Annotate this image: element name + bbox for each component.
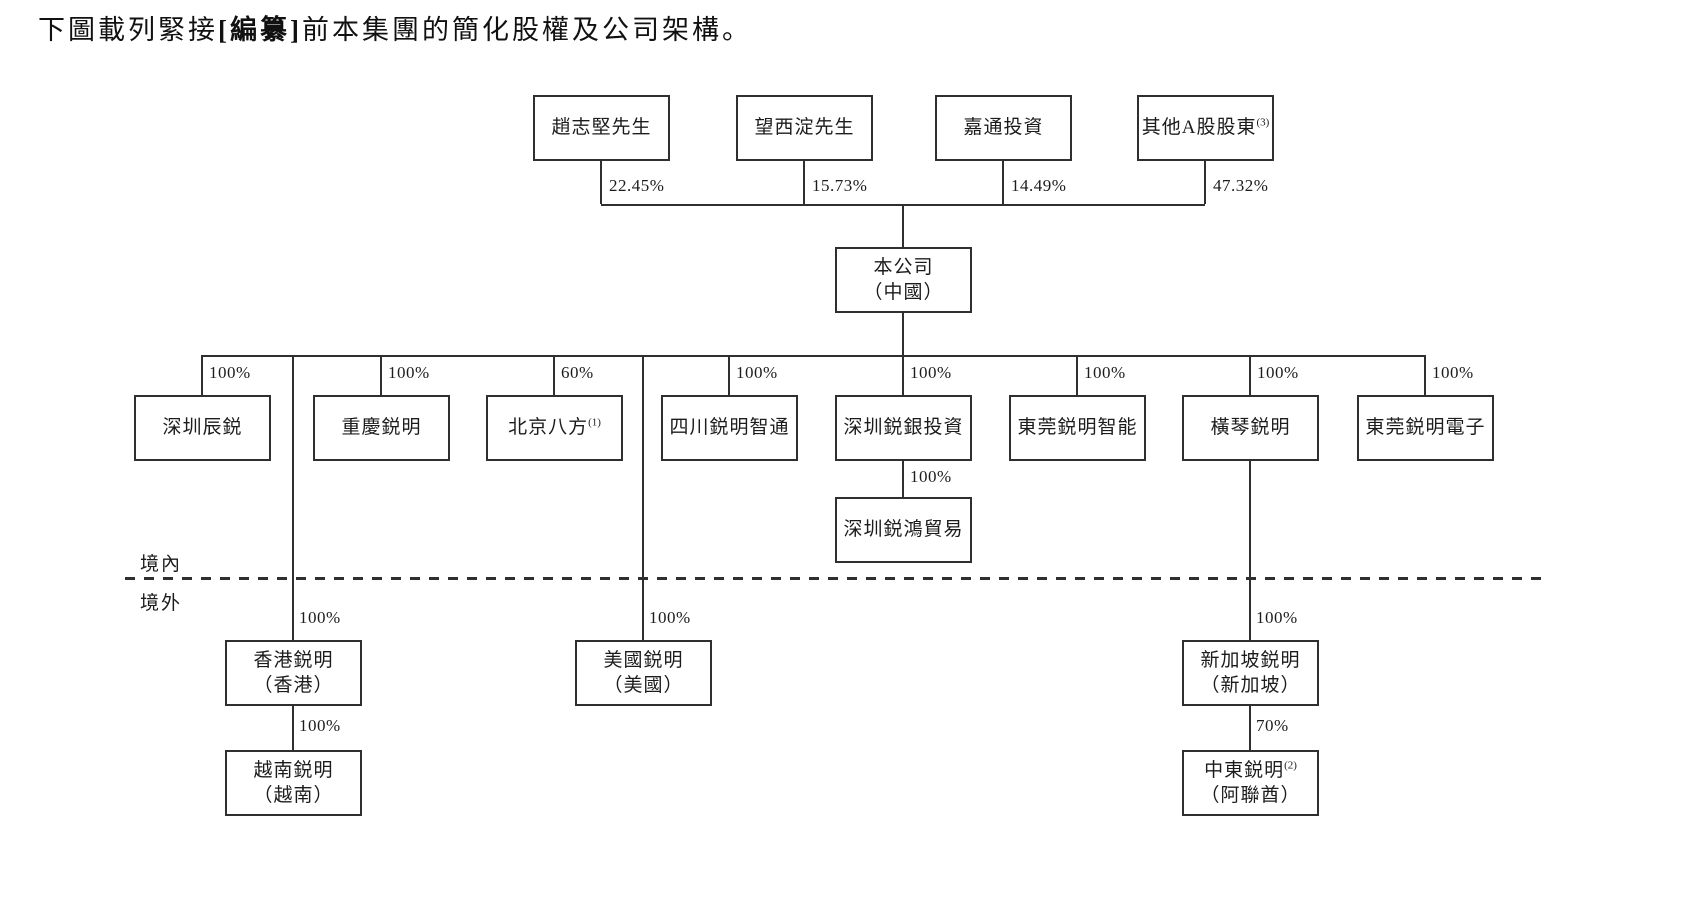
title-bold-bracket: [編纂] [218,15,302,45]
node-vn-ruiming: 越南鋭明 （越南） [225,750,362,816]
label-offshore: 境外 [140,593,183,614]
node-label: 新加坡鋭明 [1200,649,1301,671]
pct-hk: 100% [299,608,341,627]
node-label: 趙志堅先生 [551,117,652,139]
node-dongguan-ruiming-dianzi: 東莞鋭明電子 [1357,395,1494,461]
pct-dongguan-dianzi: 100% [1432,363,1474,382]
edge-bus-subsidiaries [202,355,1425,357]
node-label: 越南鋭明 [253,759,334,781]
pct-me: 70% [1256,716,1289,735]
edge-zhao-drop [600,161,602,204]
node-label: 東莞鋭明智能 [1017,417,1138,439]
node-wang-xidian: 望西淀先生 [736,95,873,161]
node-company: 本公司 （中國） [835,247,972,313]
edge-wang-drop [803,161,805,204]
pct-chenrui: 100% [209,363,251,382]
node-label: 其他A股股東(3) [1141,117,1270,139]
edge-ruihong-stem [902,461,904,497]
edge-vn-stem [292,706,294,750]
pct-hengqin: 100% [1257,363,1299,382]
edge-ruiyin-drop [902,355,904,395]
node-label: 香港鋭明 [253,649,334,671]
edge-stem-to-company [902,204,904,247]
node-chongqing-ruiming: 重慶鋭明 [313,395,450,461]
edge-beijing-drop [553,355,555,395]
node-sublabel: （阿聯酋） [1200,785,1301,806]
edge-chongqing-drop [380,355,382,395]
node-jiatong-investment: 嘉通投資 [935,95,1072,161]
node-sg-ruiming: 新加坡鋭明 （新加坡） [1182,640,1319,706]
footnote-sup: (2) [1284,759,1297,772]
onshore-offshore-divider [125,577,1550,580]
edge-stem-from-company [902,313,904,355]
pct-beijing: 60% [561,363,594,382]
page-title: 下圖載列緊接[編纂]前本集團的簡化股權及公司架構。 [38,8,752,47]
node-label: 深圳鋭銀投資 [843,417,964,439]
node-beijing-bafang: 北京八方(1) [486,395,623,461]
node-label: 嘉通投資 [963,117,1044,139]
title-post: 前本集團的簡化股權及公司架構。 [301,15,752,45]
node-shenzhen-chenrui: 深圳辰鋭 [134,395,271,461]
node-hk-ruiming: 香港鋭明 （香港） [225,640,362,706]
pct-dongguan-zhineng: 100% [1084,363,1126,382]
edge-hk-long-drop [292,355,294,640]
pct-zhao: 22.45% [609,176,665,195]
edge-chenrui-drop [201,355,203,395]
pct-us: 100% [649,608,691,627]
node-dongguan-ruiming-zhineng: 東莞鋭明智能 [1009,395,1146,461]
node-sublabel: （美國） [603,675,684,696]
node-zhao-zhijian: 趙志堅先生 [533,95,670,161]
node-shenzhen-ruihong-trading: 深圳鋭鴻貿易 [835,497,972,563]
pct-vn: 100% [299,716,341,735]
edge-other-a-drop [1204,161,1206,204]
label-onshore: 境內 [140,554,183,575]
node-label: 重慶鋭明 [341,417,422,439]
pct-ruihong: 100% [910,467,952,486]
node-hengqin-ruiming: 橫琴鋭明 [1182,395,1319,461]
edge-me-stem [1249,706,1251,750]
node-label: 四川鋭明智通 [669,417,790,439]
node-label: 深圳鋭鴻貿易 [843,519,964,541]
pct-chongqing: 100% [388,363,430,382]
pct-jiatong: 14.49% [1011,176,1067,195]
node-shenzhen-ruiyin-investment: 深圳鋭銀投資 [835,395,972,461]
title-pre: 下圖載列緊接 [38,15,218,45]
node-label: 橫琴鋭明 [1210,417,1291,439]
node-label: 中東鋭明(2) [1204,759,1297,781]
node-label: 本公司 [873,256,934,278]
node-sublabel: （越南） [253,785,334,806]
pct-ruiyin: 100% [910,363,952,382]
edge-sichuan-drop [728,355,730,395]
footnote-sup: (3) [1256,117,1270,130]
edge-us-long-drop [642,355,644,640]
edge-jiatong-drop [1002,161,1004,204]
edge-dongguan-dianzi-drop [1424,355,1426,395]
node-sublabel: （香港） [253,675,334,696]
node-sublabel: （中國） [863,282,944,303]
node-label: 美國鋭明 [603,649,684,671]
node-us-ruiming: 美國鋭明 （美國） [575,640,712,706]
node-me-ruiming: 中東鋭明(2) （阿聯酋） [1182,750,1319,816]
node-label: 深圳辰鋭 [162,417,243,439]
edge-sg-long-drop [1249,461,1251,640]
footnote-sup: (1) [588,417,601,430]
pct-sichuan: 100% [736,363,778,382]
node-label: 北京八方(1) [508,417,601,439]
node-sublabel: （新加坡） [1200,675,1301,696]
node-label: 望西淀先生 [754,117,855,139]
node-other-a-shareholders: 其他A股股東(3) [1137,95,1274,161]
pct-sg: 100% [1256,608,1298,627]
pct-other-a: 47.32% [1213,176,1269,195]
node-label: 東莞鋭明電子 [1365,417,1486,439]
edge-hengqin-drop [1249,355,1251,395]
edge-dongguan-zhineng-drop [1076,355,1078,395]
pct-wang: 15.73% [812,176,868,195]
node-sichuan-ruiming-zhitong: 四川鋭明智通 [661,395,798,461]
